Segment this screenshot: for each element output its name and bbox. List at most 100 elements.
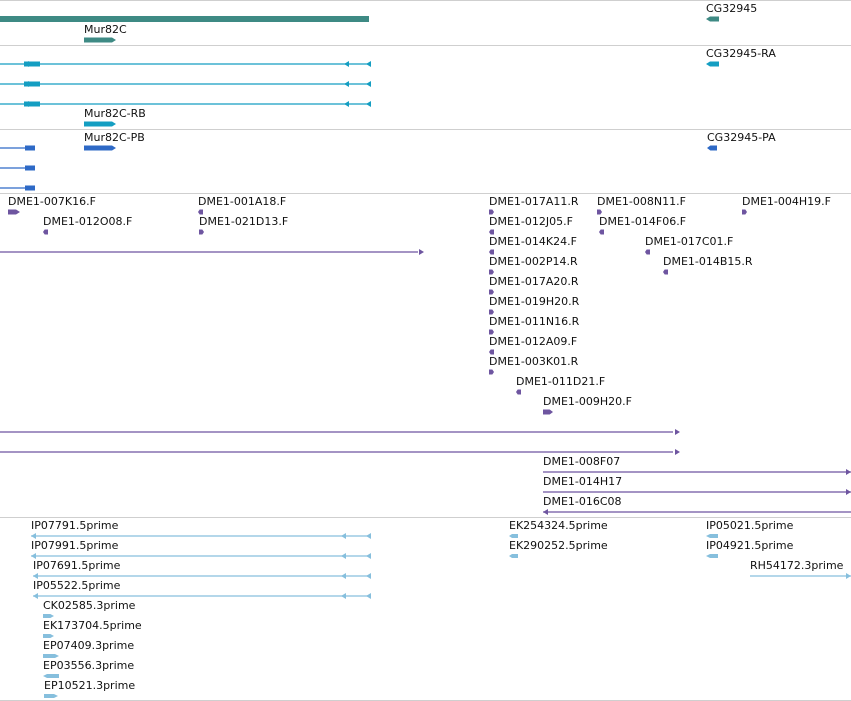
exon-block [24, 101, 40, 107]
bac-end-feature[interactable]: DME1-019H20.R [489, 295, 580, 315]
est-feature[interactable]: IP07791.5prime [31, 519, 371, 539]
feature-glyph [33, 593, 371, 599]
protein-track: Mur82C-PB CG32945-PA [84, 131, 776, 151]
bac-end-feature[interactable]: DME1-003K01.R [489, 355, 579, 375]
bac-end-label: DME1-014B15.R [663, 255, 753, 268]
est-feature[interactable]: IP07991.5prime [31, 539, 371, 559]
bac-end-feature[interactable]: DME1-012O08.F [43, 215, 132, 235]
bac-end-feature[interactable]: DME1-008N11.F [597, 195, 686, 215]
est-label: IP05522.5prime [33, 579, 121, 592]
gene-track: Mur82C CG32945 [84, 2, 757, 43]
bac-end-feature[interactable]: DME1-009H20.F [543, 395, 632, 415]
feature-block [489, 329, 494, 335]
feature-glyph [750, 573, 851, 579]
est-feature[interactable]: RH54172.3prime [750, 559, 851, 579]
feature-block [84, 37, 116, 43]
bac-end-label: DME1-001A18.F [198, 195, 286, 208]
gene-bar [0, 16, 369, 22]
est-track: IP07791.5prime EK254324.5prime IP05021.5… [31, 519, 851, 698]
bac-end-label: DME1-017A20.R [489, 275, 579, 288]
feature-glyph [489, 369, 494, 375]
feature-glyph [597, 209, 602, 215]
est-feature[interactable]: EP10521.3prime [44, 679, 135, 698]
bac-end-label: DME1-011D21.F [516, 375, 605, 388]
feature-glyph [44, 694, 58, 698]
est-feature[interactable]: EP07409.3prime [43, 639, 134, 658]
bac-end-feature[interactable]: DME1-017A20.R [489, 275, 579, 295]
feature-block [84, 121, 116, 127]
bac-end-feature[interactable]: DME1-014B15.R [663, 255, 753, 275]
bac-end-feature[interactable]: DME1-014H17 [543, 475, 851, 495]
exon-block [25, 165, 35, 171]
strand-arrow [31, 533, 36, 539]
feature-block [543, 409, 553, 415]
feature-block [84, 145, 116, 151]
bac-end-feature[interactable]: DME1-004H19.F [742, 195, 831, 215]
bac-end-feature[interactable]: DME1-012A09.F [489, 335, 577, 355]
feature-block [706, 61, 719, 67]
bac-end-feature[interactable]: DME1-002P14.R [489, 255, 578, 275]
feature-glyph [84, 121, 116, 127]
feature-glyph [706, 16, 719, 22]
strand-arrow [419, 249, 424, 255]
est-feature[interactable]: IP05021.5prime [706, 519, 794, 538]
feature-glyph [489, 349, 494, 355]
est-feature[interactable]: IP07691.5prime [33, 559, 371, 579]
est-label: EK254324.5prime [509, 519, 608, 532]
est-feature[interactable]: EK290252.5prime [509, 539, 608, 558]
feature-glyph [543, 509, 851, 515]
bac-end-feature[interactable]: DME1-001A18.F [198, 195, 286, 215]
exon-block [24, 81, 40, 87]
est-label: IP07991.5prime [31, 539, 119, 552]
protein-feature[interactable]: Mur82C-PB [84, 131, 145, 151]
strand-arrow [366, 573, 371, 579]
gene-feature[interactable]: Mur82C [84, 23, 127, 43]
strand-arrow [366, 533, 371, 539]
est-feature[interactable]: IP05522.5prime [33, 579, 371, 599]
bac-end-feature[interactable]: DME1-011N16.R [489, 315, 580, 335]
est-feature[interactable]: EK173704.5prime [43, 619, 142, 638]
bac-end-feature[interactable]: DME1-014K24.F [489, 235, 577, 255]
strand-arrow [675, 429, 680, 435]
feature-block [706, 16, 719, 22]
est-label: EP07409.3prime [43, 639, 134, 652]
bac-end-label: DME1-014H17 [543, 475, 622, 488]
strand-arrow [366, 553, 371, 559]
bac-end-feature[interactable]: DME1-021D13.F [199, 215, 288, 235]
est-feature[interactable]: EK254324.5prime [509, 519, 608, 538]
feature-block [489, 309, 494, 315]
strand-arrow [33, 593, 38, 599]
bac-end-feature[interactable]: DME1-017C01.F [645, 235, 733, 255]
est-label: CK02585.3prime [43, 599, 136, 612]
bac-end-feature[interactable]: DME1-011D21.F [516, 375, 605, 395]
est-label: EP10521.3prime [44, 679, 135, 692]
est-feature[interactable]: IP04921.5prime [706, 539, 794, 558]
bac-end-feature[interactable]: DME1-014F06.F [599, 215, 686, 235]
feature-glyph [509, 534, 518, 538]
feature-block [199, 229, 204, 235]
transcript-feature[interactable]: Mur82C-RB [84, 107, 146, 127]
bac-end-label: DME1-012A09.F [489, 335, 577, 348]
feature-block [509, 554, 518, 558]
bac-end-feature[interactable]: DME1-007K16.F [8, 195, 96, 215]
bac-end-label: DME1-017C01.F [645, 235, 733, 248]
feature-glyph [509, 554, 518, 558]
est-feature[interactable]: EP03556.3prime [43, 659, 134, 678]
bac-end-feature[interactable]: DME1-017A11.R [489, 195, 579, 215]
feature-block [43, 654, 59, 658]
protein-label: Mur82C-PB [84, 131, 145, 144]
bac-end-label: DME1-003K01.R [489, 355, 579, 368]
strand-arrow [341, 553, 346, 559]
feature-block [516, 389, 521, 395]
gene-feature[interactable]: CG32945 [706, 2, 757, 22]
feature-block [489, 209, 494, 215]
transcript-feature[interactable]: CG32945-RA [706, 47, 776, 67]
feature-block [489, 269, 494, 275]
bac-end-label: DME1-019H20.R [489, 295, 580, 308]
bac-end-feature[interactable]: DME1-012J05.F [489, 215, 573, 235]
est-feature[interactable]: CK02585.3prime [43, 599, 136, 618]
est-label: IP04921.5prime [706, 539, 794, 552]
bac-end-feature[interactable]: DME1-016C08 [543, 495, 851, 515]
bac-end-feature[interactable]: DME1-008F07 [543, 455, 851, 475]
protein-feature[interactable]: CG32945-PA [707, 131, 776, 151]
